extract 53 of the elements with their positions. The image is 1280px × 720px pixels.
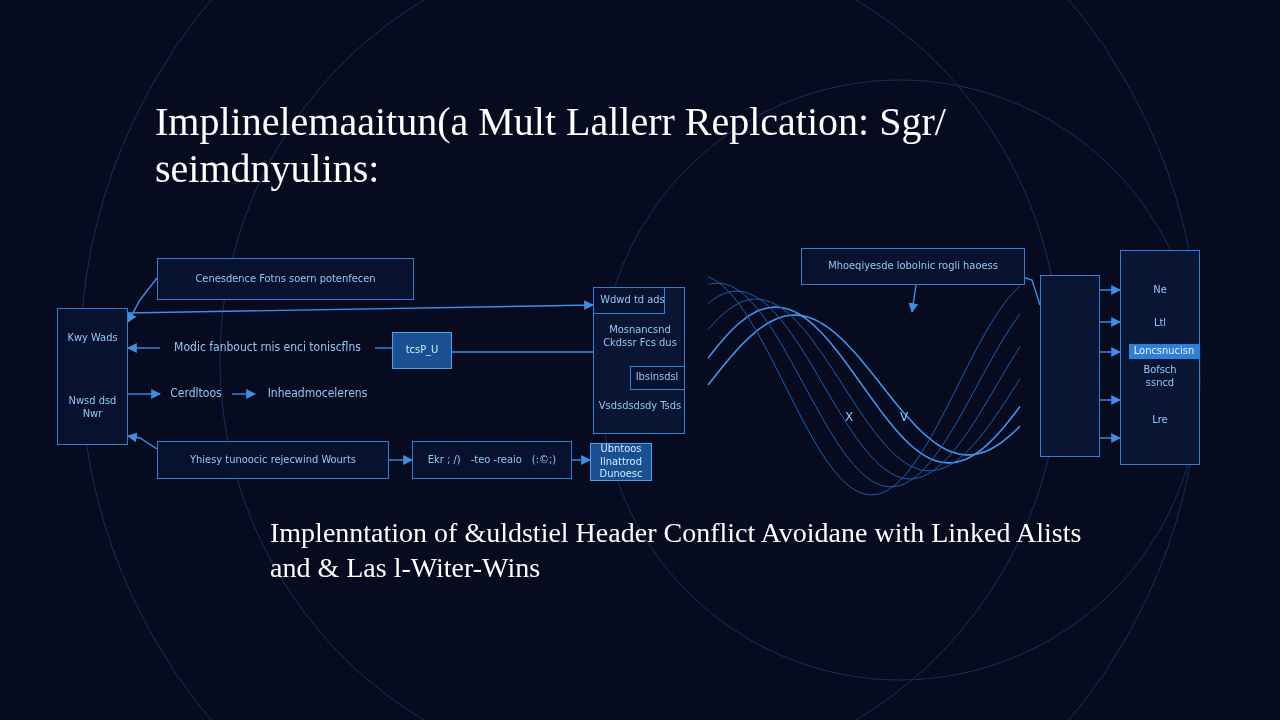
arrow	[127, 277, 158, 323]
panel-box	[593, 287, 685, 434]
arrow	[127, 343, 161, 353]
arrow	[1099, 395, 1121, 405]
node-text: Loncsnucisn	[1129, 344, 1199, 359]
process-box	[592, 286, 665, 314]
node-text: Ekr ; /)	[427, 453, 461, 467]
node-text: tcsP_U	[405, 344, 439, 357]
axis-letter: X	[845, 410, 854, 424]
node-text: Ltl	[1152, 317, 1168, 330]
panel-box	[1040, 275, 1100, 457]
caption: Implenntation of &uldstiel Header Conflict Avoidane with Linked Alists and & Las l-Witer-Wins	[270, 516, 1083, 585]
node-text: Lre	[1151, 414, 1169, 427]
arrow	[908, 284, 919, 313]
arrow	[1099, 347, 1121, 357]
axis-letter: V	[900, 410, 909, 424]
process-box	[412, 441, 572, 479]
arrow	[1099, 285, 1121, 295]
arrow	[571, 455, 591, 465]
node-text: Kwy Wads	[67, 332, 118, 345]
process-box	[392, 332, 452, 369]
node-text: Ubntoos Ilnattrod Dunoesc	[598, 443, 644, 481]
arrow	[1024, 277, 1041, 306]
arrow	[127, 300, 594, 314]
panel-box	[1120, 250, 1200, 465]
node-text: -teo -reaio	[470, 453, 522, 467]
node-text: Mhoeqiyesde lobolnic rogli haoess	[828, 260, 998, 273]
arrow	[1099, 317, 1121, 327]
process-box	[629, 365, 685, 390]
node-label: Cerdltoos	[170, 387, 222, 401]
process-box	[590, 443, 652, 481]
arrow	[231, 389, 256, 399]
node-text: Ibsinsdsl	[635, 371, 679, 384]
arrow	[388, 455, 413, 465]
node-label: Modic fanbouct rnis enci toniscflns	[174, 341, 361, 355]
process-box	[801, 248, 1025, 285]
node-text: Vsdsdsdsdy Tsds	[598, 400, 682, 413]
title: Implinelemaaitun(a Mult Lallerr Replcation: Sgr/ seimdnyulins:	[155, 98, 947, 193]
node-text: (:©;)	[531, 453, 557, 467]
node-text: Wdwd td ads	[600, 293, 665, 307]
node-text: Ne	[1152, 284, 1168, 297]
node-text: Mosnancsnd Ckdssr Fcs dus	[602, 324, 678, 350]
node-text: Bofsch ssncd	[1142, 364, 1178, 390]
process-box	[157, 258, 414, 300]
arrow	[127, 432, 158, 450]
arrow	[127, 389, 161, 399]
node-text: Cenesdence Fotns soern potenfecen	[195, 272, 376, 286]
node-label: Inheadmocelerens	[267, 387, 368, 401]
process-box	[157, 441, 389, 479]
node-text: Nwsd dsd Nwr	[67, 395, 118, 421]
node-text: Yhiesy tunoocic rejecwind Wourts	[190, 453, 356, 467]
storage-box	[57, 308, 128, 445]
arrow	[1099, 433, 1121, 443]
